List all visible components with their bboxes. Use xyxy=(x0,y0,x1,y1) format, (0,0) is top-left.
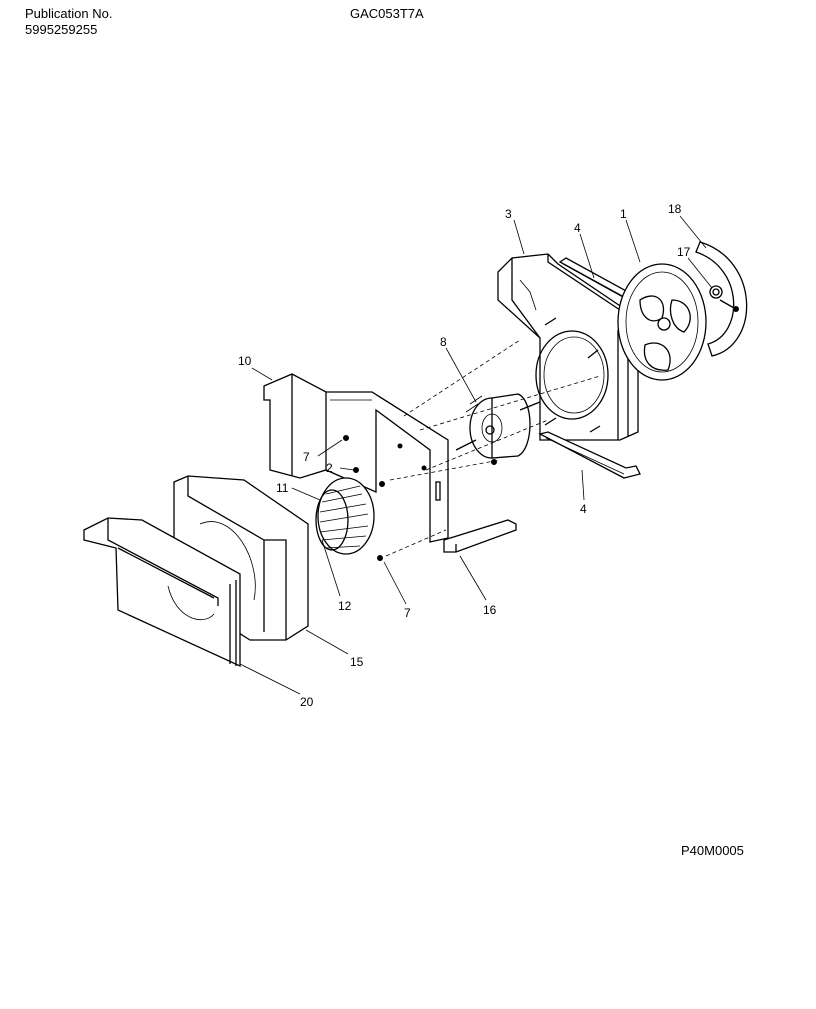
callout-1: 1 xyxy=(620,207,627,221)
callout-16: 16 xyxy=(483,603,497,617)
publication-label: Publication No. xyxy=(25,6,113,21)
part-20-front-panel xyxy=(83,517,241,668)
part-10-partition xyxy=(263,373,449,543)
part-3-housing xyxy=(497,253,639,441)
part-16-bracket xyxy=(443,519,517,553)
screws xyxy=(343,435,385,561)
leader-lines xyxy=(239,215,713,695)
callout-3: 3 xyxy=(505,207,512,221)
callout-8: 8 xyxy=(440,335,447,349)
part-17-hardware xyxy=(709,285,739,312)
part-4-lower-brace xyxy=(538,431,641,479)
callout-4-lower: 4 xyxy=(580,502,587,516)
callout-20: 20 xyxy=(300,695,314,709)
publication-number: 5995259255 xyxy=(25,22,98,37)
part-8-motor xyxy=(455,393,541,465)
callout-7-upper: 7 xyxy=(303,450,310,464)
callout-7-lower: 7 xyxy=(404,606,411,620)
callout-18: 18 xyxy=(668,202,682,216)
callout-15: 15 xyxy=(350,655,364,669)
part-18-shroud xyxy=(695,241,748,357)
part-1-fan-blade xyxy=(617,263,707,381)
callout-10: 10 xyxy=(238,354,252,368)
model-number: GAC053T7A xyxy=(350,6,424,21)
callout-4-upper: 4 xyxy=(574,221,581,235)
callout-2: 2 xyxy=(326,461,333,475)
callout-17: 17 xyxy=(677,245,691,259)
callout-11: 11 xyxy=(276,481,289,495)
drawing-code: P40M0005 xyxy=(681,843,744,858)
assembly-lines xyxy=(385,339,601,557)
callout-12: 12 xyxy=(338,599,352,613)
callouts: 3 4 1 18 17 8 10 7 2 11 4 12 7 16 15 20 xyxy=(238,202,691,709)
part-11-blower-wheel xyxy=(315,477,375,555)
